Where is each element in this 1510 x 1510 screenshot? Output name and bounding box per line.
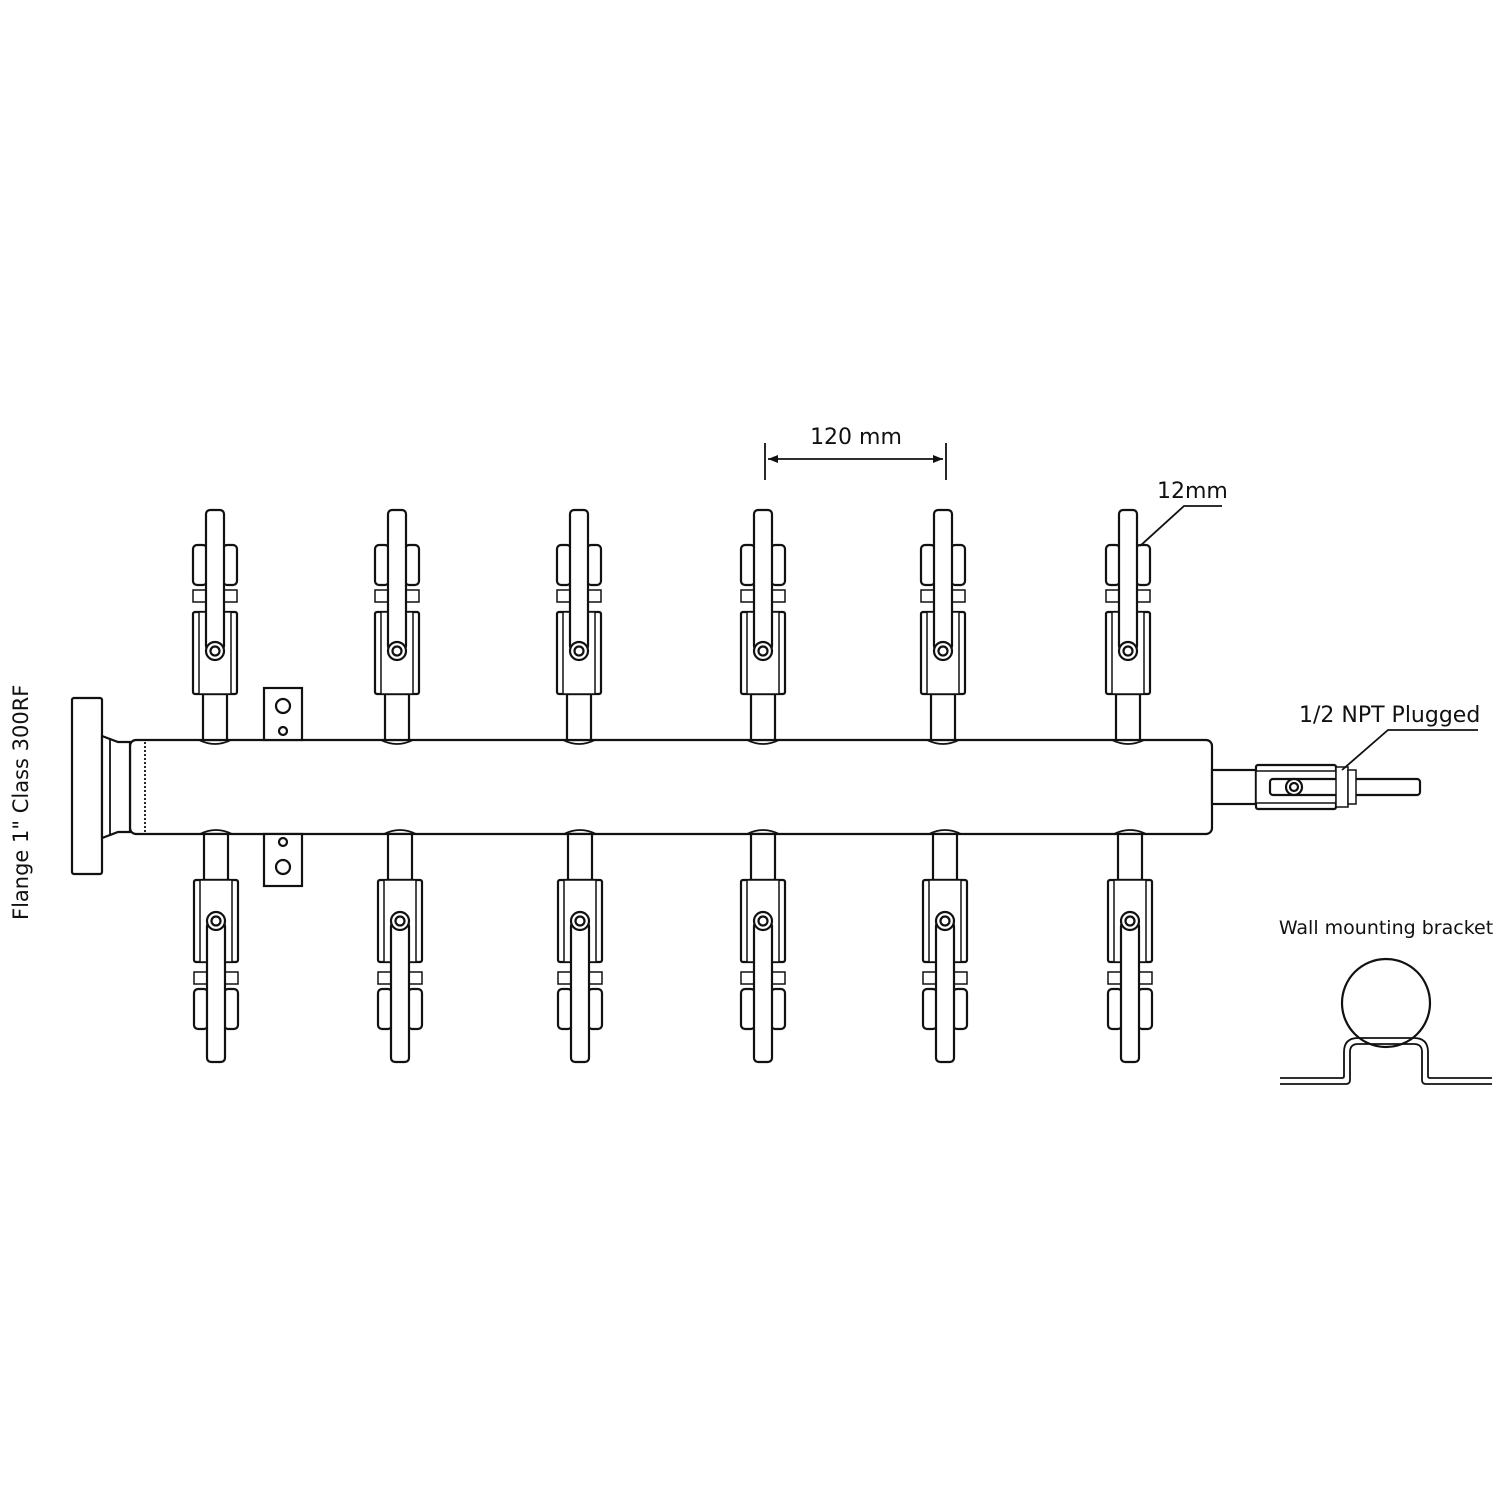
valves-top <box>191 508 1152 746</box>
flange-label: Flange 1" Class 300RF <box>9 685 33 920</box>
valve-bottom-5 <box>921 828 969 1064</box>
tube-label: 12mm <box>1157 479 1228 504</box>
valve-top-1 <box>191 508 239 746</box>
inlet-flange <box>70 696 132 876</box>
valve-bottom-2 <box>376 828 424 1064</box>
valve-top-6 <box>1104 508 1152 746</box>
valves-bottom <box>192 828 1154 1064</box>
wall-bracket-detail: Wall mounting bracket <box>1279 917 1493 1085</box>
valve-top-2 <box>373 508 421 746</box>
dimension-spacing: 120 mm <box>764 425 947 480</box>
valve-bottom-1 <box>192 828 240 1064</box>
bracket-label: Wall mounting bracket <box>1279 917 1493 939</box>
valve-top-5 <box>919 508 967 746</box>
valve-bottom-3 <box>556 828 604 1064</box>
leader-tube: 12mm <box>1139 479 1228 547</box>
valve-bottom-4 <box>739 828 787 1064</box>
valve-top-3 <box>555 508 603 746</box>
outlet-label: 1/2 NPT Plugged <box>1299 703 1480 728</box>
valve-top-4 <box>739 508 787 746</box>
spacing-label: 120 mm <box>810 425 902 450</box>
bracket-plate-bottom <box>262 832 304 888</box>
leader-outlet: 1/2 NPT Plugged <box>1299 703 1480 771</box>
bracket-plate-top <box>262 686 304 742</box>
outlet-plug <box>1210 763 1422 811</box>
valve-bottom-6 <box>1106 828 1154 1064</box>
header-pipe <box>128 738 1214 836</box>
